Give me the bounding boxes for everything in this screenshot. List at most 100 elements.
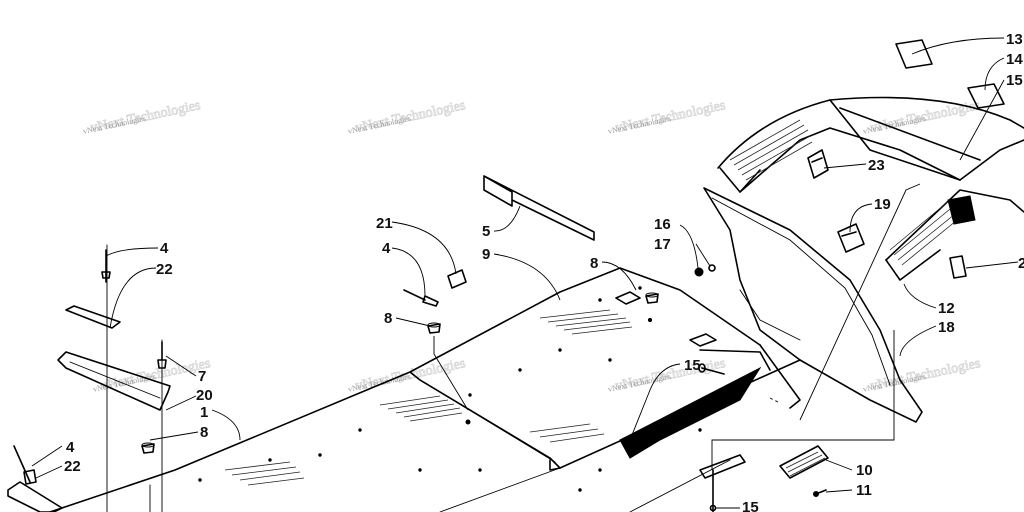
leader-8-middle — [395, 317, 431, 327]
rivet-upper — [403, 289, 439, 307]
washer-17 — [708, 264, 716, 272]
leader-16 — [679, 224, 699, 269]
watermark-group: vNext Technologies vNext Technologies vN… — [82, 98, 982, 395]
leader-12 — [903, 283, 937, 309]
reference-line-bumper — [799, 183, 921, 421]
callout-20: 20 — [196, 387, 213, 404]
callout-10: 10 — [856, 462, 873, 479]
tunnel-runner — [629, 459, 731, 512]
nut-washer — [694, 264, 716, 277]
bumper-top-edge — [717, 96, 1024, 169]
leader-10 — [825, 459, 853, 471]
leader-15-top — [959, 79, 1005, 161]
bumper-crossbar — [829, 99, 961, 181]
leader-8-top — [601, 261, 637, 291]
leader-7 — [165, 355, 197, 377]
leader-23 — [823, 163, 867, 169]
callout-4-top: 4 — [382, 240, 391, 257]
clip-19 — [837, 223, 865, 253]
rivet-head-22-bottom — [23, 469, 37, 485]
leader-21 — [391, 221, 457, 275]
bumper-right-edge — [885, 189, 1024, 261]
leader-2 — [965, 261, 1019, 269]
tunnel-bracket — [699, 349, 771, 371]
leader-4-left — [105, 247, 159, 257]
tunnel-rear-edge — [759, 344, 801, 409]
callout-7: 7 — [198, 368, 206, 385]
heat-exchanger-decal — [619, 366, 762, 459]
callout-14: 14 — [1006, 51, 1023, 68]
decal-13 — [895, 39, 933, 69]
reference-line-reflector — [711, 330, 895, 470]
reflector-body — [779, 445, 829, 479]
callout-15-middle: 15 — [684, 357, 701, 374]
leader-18 — [899, 325, 937, 357]
leader-5 — [493, 205, 521, 232]
rivet-shaft — [403, 289, 426, 301]
reflector — [779, 445, 829, 479]
callout-22-left: 22 — [156, 261, 173, 278]
bolt-15-middle — [698, 363, 725, 375]
rivet-head — [422, 295, 439, 307]
callout-18: 18 — [938, 319, 955, 336]
callout-12: 12 — [938, 300, 955, 317]
clip-23 — [807, 149, 829, 179]
plug-body — [141, 443, 155, 454]
callout-labels: 13 14 15 23 19 16 17 21 5 9 4 8 8 15 4 2… — [64, 31, 1024, 512]
callout-23: 23 — [868, 157, 885, 174]
reflector-screw — [813, 489, 827, 497]
deck-bracket-upper — [615, 291, 641, 305]
leader-1 — [211, 409, 241, 441]
callout-8-lower: 8 — [200, 424, 208, 441]
leader-22-lower — [35, 465, 63, 479]
tunnel-fold-line — [419, 379, 556, 463]
leader-11 — [825, 489, 853, 493]
callout-16: 16 — [654, 216, 671, 233]
leader-lines — [31, 37, 1019, 509]
callout-19: 19 — [874, 196, 891, 213]
handle-strip-lower — [7, 481, 63, 512]
leader-8-path — [433, 336, 469, 411]
leader-4-lower — [31, 445, 63, 467]
callout-15-bottom: 15 — [742, 499, 759, 512]
callout-9: 9 — [482, 246, 490, 263]
clip-2 — [949, 255, 967, 279]
bolt-15-bottom — [709, 469, 717, 512]
callout-17: 17 — [654, 236, 671, 253]
rivet-shaft-4-bottom — [13, 445, 31, 483]
snow-flap — [703, 187, 923, 423]
plug-body — [645, 293, 659, 304]
bumper-grip-right — [889, 199, 963, 266]
nut-16 — [694, 267, 704, 277]
leader-15-middle — [629, 363, 681, 441]
flap-strip — [483, 175, 595, 241]
snow-flap-outline — [703, 187, 923, 423]
leader-22-left — [109, 267, 157, 329]
foot-rest-bracket — [57, 351, 171, 411]
callout-8-middle: 8 — [384, 310, 392, 327]
tunnel-bar — [699, 454, 746, 479]
deck-rivets — [198, 286, 702, 492]
leader-9 — [493, 253, 561, 301]
callout-8-top: 8 — [590, 255, 598, 272]
callout-11: 11 — [856, 482, 872, 499]
leader-20 — [165, 395, 197, 411]
bumper-grip-left — [729, 119, 813, 181]
plug-lower — [141, 442, 155, 454]
callout-4-lower: 4 — [66, 439, 75, 456]
callout-5: 5 — [482, 223, 490, 240]
leader-19 — [849, 203, 873, 233]
left-side-parts — [7, 244, 171, 512]
tunnel-deck — [49, 267, 801, 512]
decal — [447, 269, 467, 289]
deck-bracket-lower — [689, 333, 717, 347]
leader-14 — [984, 57, 1005, 91]
plug-body — [427, 323, 441, 334]
bumper-bracket-dark — [947, 195, 976, 225]
callout-22-lower: 22 — [64, 458, 81, 475]
plug-upper — [645, 292, 659, 304]
rivet-head-7 — [157, 359, 167, 369]
tunnel-corner — [549, 459, 561, 471]
